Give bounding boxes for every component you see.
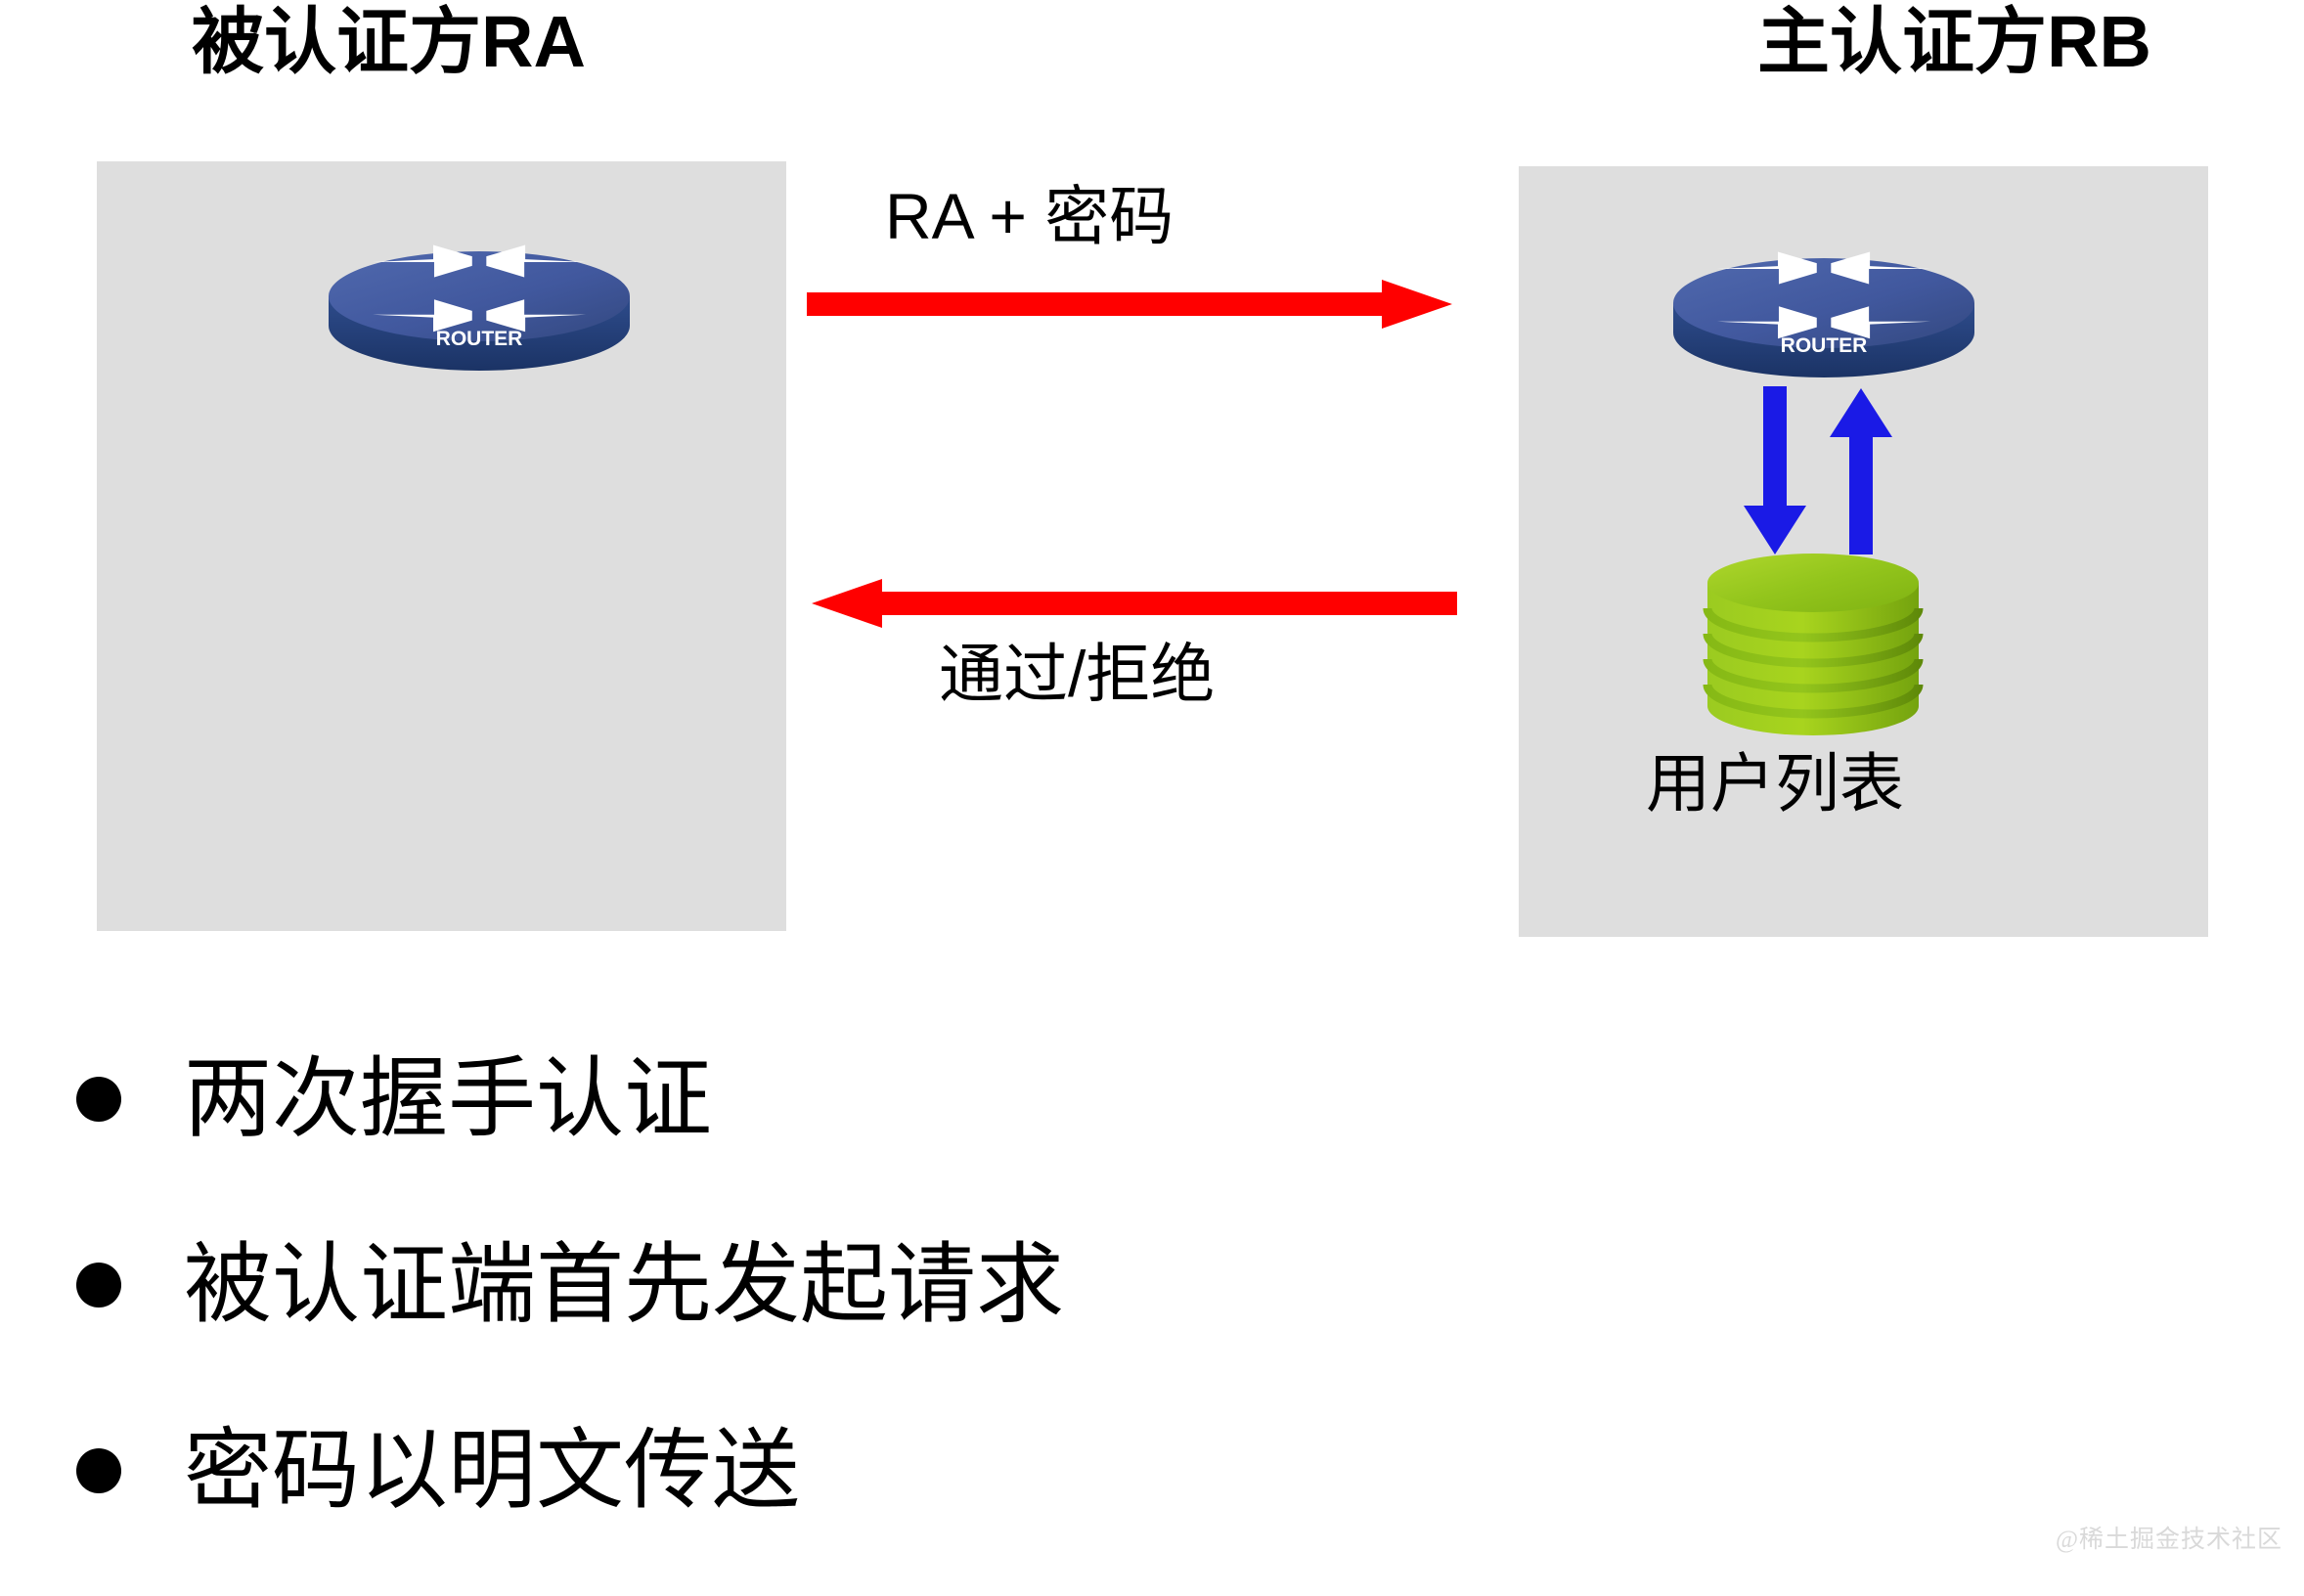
- right-party-title: 主认证方RB: [1757, 1, 2151, 82]
- router-icon: ROUTER: [323, 220, 636, 377]
- response-arrow-left-icon: [812, 579, 1457, 628]
- database-label: 用户列表: [1646, 749, 1904, 820]
- bullet-text: 两次握手认证: [184, 1050, 712, 1148]
- bullet-dot-icon: [76, 1077, 121, 1122]
- list-item: 被认证端首先发起请求: [76, 1224, 1641, 1346]
- bullet-dot-icon: [76, 1263, 121, 1308]
- summary-bullet-list: 两次握手认证 被认证端首先发起请求 密码以明文传送: [76, 1039, 1641, 1596]
- router-caption: ROUTER: [1781, 334, 1868, 357]
- bullet-dot-icon: [76, 1448, 121, 1493]
- request-arrow-right-icon: [807, 280, 1452, 329]
- left-party-title: 被认证方RA: [192, 1, 586, 82]
- database-icon: [1696, 548, 1930, 743]
- list-item: 两次握手认证: [76, 1039, 1641, 1160]
- response-message-label: 通过/拒绝: [939, 638, 1216, 710]
- internal-flow-arrows: [1726, 386, 1912, 557]
- watermark: @稀土掘金技术社区: [2055, 1527, 2282, 1553]
- list-item: 密码以明文传送: [76, 1410, 1641, 1531]
- request-message-label: RA + 密码: [885, 180, 1174, 252]
- bullet-text: 被认证端首先发起请求: [184, 1236, 1064, 1334]
- arrow-up-icon: [1830, 388, 1892, 554]
- router-icon: ROUTER: [1667, 227, 1980, 383]
- bullet-text: 密码以明文传送: [184, 1422, 800, 1520]
- arrow-down-icon: [1744, 386, 1806, 554]
- router-caption: ROUTER: [436, 328, 523, 350]
